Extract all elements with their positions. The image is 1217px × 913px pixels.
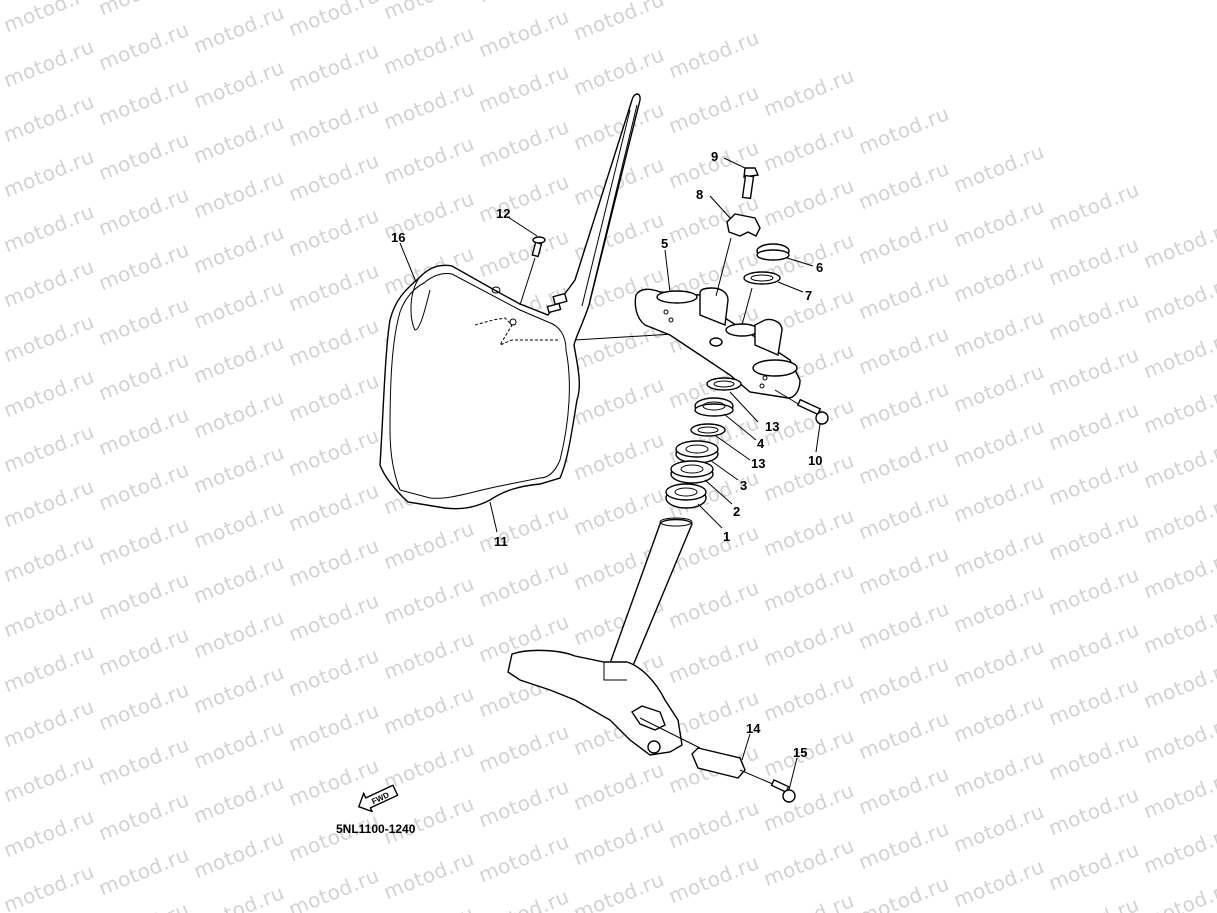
plate-bolt-part: [531, 236, 546, 258]
washer-13b-part: [690, 423, 726, 437]
callout-11: 11: [494, 534, 508, 549]
callout-1: 1: [723, 529, 731, 544]
holder-bolt-part: [741, 167, 760, 200]
callout-13-upper: 13: [765, 419, 780, 434]
callout-13-lower: 13: [751, 456, 766, 471]
callout-12: 12: [496, 206, 511, 221]
callout-14: 14: [746, 721, 761, 736]
lower-clamp-part: [691, 747, 796, 803]
washer-7-part: [743, 271, 781, 285]
leader-lines: [399, 157, 821, 791]
callout-8: 8: [696, 187, 704, 202]
callout-10: 10: [808, 453, 823, 468]
callout-4: 4: [757, 436, 765, 451]
fwd-arrow-icon: FWD: [352, 780, 402, 817]
holder-cap-part: [726, 213, 761, 237]
upper-bracket-part: [634, 287, 801, 399]
number-plate-part: [379, 93, 707, 510]
washer-13a-part: [706, 377, 742, 391]
callout-9: 9: [711, 149, 719, 164]
stem-nut-bottom: [756, 249, 790, 261]
callout-15: 15: [793, 745, 808, 760]
callout-16: 16: [391, 230, 406, 245]
callout-6: 6: [816, 260, 824, 275]
pinch-bolt-part: [774, 389, 829, 425]
callout-5: 5: [661, 236, 669, 251]
callout-3: 3: [740, 478, 748, 493]
steering-stem-part: [507, 517, 701, 756]
callout-2: 2: [733, 504, 741, 519]
diagram-code: 5NL1100-1240: [336, 822, 416, 836]
callout-7: 7: [805, 288, 813, 303]
